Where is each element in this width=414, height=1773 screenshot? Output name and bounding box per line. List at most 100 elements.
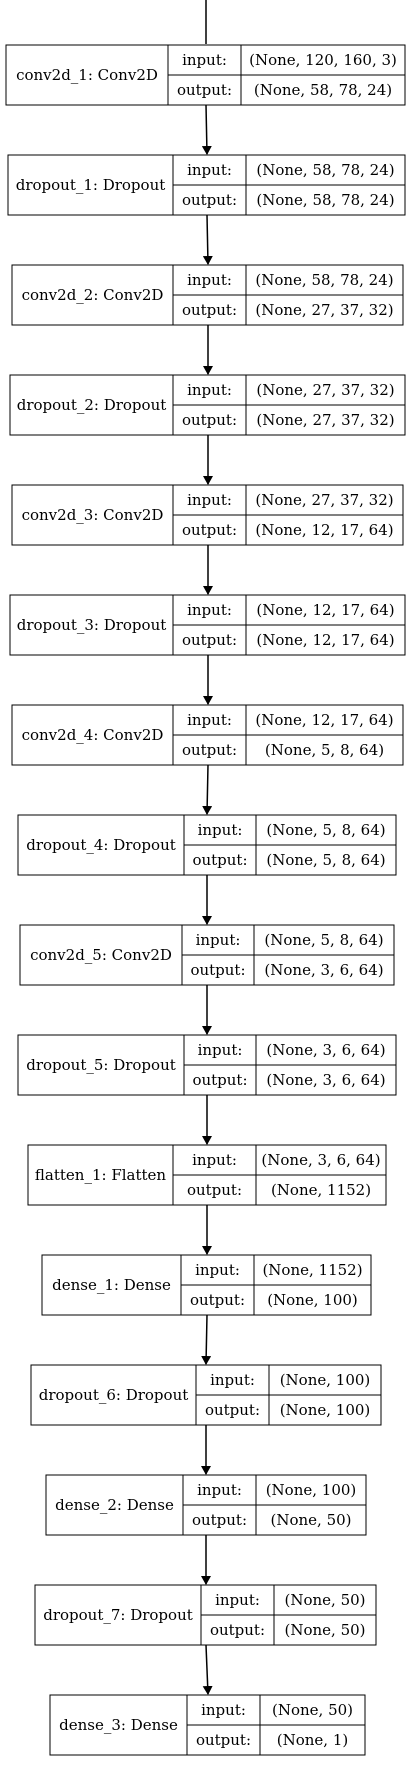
output-label: output: bbox=[182, 521, 237, 539]
output-label: output: bbox=[182, 191, 237, 209]
edge-11-to-12 bbox=[201, 1314, 212, 1365]
layer-name: dropout_7: Dropout bbox=[43, 1606, 193, 1624]
output-label: output: bbox=[190, 961, 245, 979]
layer-node-7: conv2d_4: Conv2D input: output: (None, 12, … bbox=[11, 704, 404, 766]
output-label: output: bbox=[210, 1621, 265, 1639]
layer-node-13: dropout_6: Dropout input: output: (None, 10… bbox=[30, 1364, 382, 1426]
output-shape: (None, 50) bbox=[270, 1511, 351, 1529]
input-label: input: bbox=[198, 1041, 243, 1059]
edge-0-to-1 bbox=[201, 104, 212, 155]
input-shape: (None, 50) bbox=[284, 1591, 365, 1609]
input-label: input: bbox=[196, 931, 241, 949]
layer-name: conv2d_4: Conv2D bbox=[22, 726, 164, 744]
output-label: output: bbox=[182, 411, 237, 429]
input-shape: (None, 120, 160, 3) bbox=[249, 51, 397, 69]
output-label: output: bbox=[192, 1511, 247, 1529]
edge-14-to-15 bbox=[202, 1644, 213, 1695]
layer-name: dropout_1: Dropout bbox=[16, 176, 166, 194]
layer-node-4: dropout_2: Dropout input: output: (None, 27… bbox=[9, 374, 406, 436]
output-label: output: bbox=[187, 1181, 242, 1199]
layer-node-10: dropout_5: Dropout input: output: (None, 3,… bbox=[17, 1034, 397, 1096]
layer-name: dropout_6: Dropout bbox=[39, 1386, 189, 1404]
output-shape: (None, 12, 17, 64) bbox=[255, 521, 393, 539]
output-shape: (None, 5, 8, 64) bbox=[265, 741, 384, 759]
edge-6-to-7 bbox=[202, 764, 213, 815]
output-shape: (None, 12, 17, 64) bbox=[256, 631, 394, 649]
output-label: output: bbox=[192, 1071, 247, 1089]
input-label: input: bbox=[210, 1371, 255, 1389]
input-shape: (None, 27, 37, 32) bbox=[255, 491, 393, 509]
layer-node-9: conv2d_5: Conv2D input: output: (None, 5, 8… bbox=[19, 924, 395, 986]
input-shape: (None, 58, 78, 24) bbox=[255, 271, 393, 289]
output-shape: (None, 1152) bbox=[271, 1181, 371, 1199]
output-shape: (None, 3, 6, 64) bbox=[264, 961, 383, 979]
input-shape: (None, 12, 17, 64) bbox=[255, 711, 393, 729]
layer-node-15: dropout_7: Dropout input: output: (None, 50… bbox=[34, 1584, 377, 1646]
output-label: output: bbox=[182, 301, 237, 319]
layer-node-12: dense_1: Dense input: output: (None, 1152) (… bbox=[41, 1254, 372, 1316]
output-label: output: bbox=[205, 1401, 260, 1419]
layer-name: dense_2: Dense bbox=[55, 1496, 174, 1514]
layer-name: flatten_1: Flatten bbox=[35, 1166, 166, 1184]
output-label: output: bbox=[182, 631, 237, 649]
layer-node-14: dense_2: Dense input: output: (None, 100) (N… bbox=[45, 1474, 367, 1536]
output-label: output: bbox=[190, 1291, 245, 1309]
input-shape: (None, 3, 6, 64) bbox=[261, 1151, 380, 1169]
output-shape: (None, 100) bbox=[267, 1291, 358, 1309]
layer-node-8: dropout_4: Dropout input: output: (None, 5,… bbox=[17, 814, 397, 876]
input-shape: (None, 50) bbox=[272, 1701, 353, 1719]
input-label: input: bbox=[195, 1261, 240, 1279]
input-shape: (None, 12, 17, 64) bbox=[256, 601, 394, 619]
input-label: input: bbox=[187, 381, 232, 399]
output-shape: (None, 27, 37, 32) bbox=[256, 411, 394, 429]
layer-name: dense_3: Dense bbox=[59, 1716, 178, 1734]
input-label: input: bbox=[187, 601, 232, 619]
output-label: output: bbox=[192, 851, 247, 869]
output-label: output: bbox=[182, 741, 237, 759]
input-label: input: bbox=[182, 51, 227, 69]
layer-name: dense_1: Dense bbox=[52, 1276, 171, 1294]
input-label: input: bbox=[201, 1701, 246, 1719]
layer-name: conv2d_2: Conv2D bbox=[22, 286, 164, 304]
input-shape: (None, 100) bbox=[280, 1371, 371, 1389]
layer-node-11: flatten_1: Flatten input: output: (None, 3,… bbox=[27, 1144, 387, 1206]
layer-name: conv2d_3: Conv2D bbox=[22, 506, 164, 524]
output-shape: (None, 58, 78, 24) bbox=[254, 81, 392, 99]
input-label: input: bbox=[187, 711, 232, 729]
input-label: input: bbox=[197, 1481, 242, 1499]
output-shape: (None, 1) bbox=[277, 1731, 348, 1749]
input-label: input: bbox=[187, 161, 232, 179]
input-shape: (None, 1152) bbox=[262, 1261, 362, 1279]
input-shape: (None, 100) bbox=[266, 1481, 357, 1499]
layer-name: dropout_2: Dropout bbox=[17, 396, 167, 414]
layer-node-2: dropout_1: Dropout input: output: (None, 58… bbox=[7, 154, 406, 216]
output-shape: (None, 58, 78, 24) bbox=[256, 191, 394, 209]
input-shape: (None, 27, 37, 32) bbox=[256, 381, 394, 399]
layer-node-6: dropout_3: Dropout input: output: (None, 12… bbox=[9, 594, 406, 656]
input-label: input: bbox=[187, 491, 232, 509]
layer-name: dropout_5: Dropout bbox=[26, 1056, 176, 1074]
output-shape: (None, 50) bbox=[284, 1621, 365, 1639]
output-label: output: bbox=[177, 81, 232, 99]
output-shape: (None, 3, 6, 64) bbox=[266, 1071, 385, 1089]
edge-1-to-2 bbox=[202, 214, 213, 265]
output-shape: (None, 5, 8, 64) bbox=[266, 851, 385, 869]
layer-node-1: conv2d_1: Conv2D input: output: (None, 120,… bbox=[5, 44, 406, 106]
input-shape: (None, 5, 8, 64) bbox=[264, 931, 383, 949]
layer-name: dropout_3: Dropout bbox=[17, 616, 167, 634]
output-shape: (None, 100) bbox=[280, 1401, 371, 1419]
layer-name: conv2d_5: Conv2D bbox=[30, 946, 172, 964]
layer-name: dropout_4: Dropout bbox=[26, 836, 176, 854]
input-label: input: bbox=[215, 1591, 260, 1609]
input-shape: (None, 58, 78, 24) bbox=[256, 161, 394, 179]
input-shape: (None, 5, 8, 64) bbox=[266, 821, 385, 839]
layer-name: conv2d_1: Conv2D bbox=[16, 66, 158, 84]
input-label: input: bbox=[198, 821, 243, 839]
layer-node-3: conv2d_2: Conv2D input: output: (None, 58, … bbox=[11, 264, 404, 326]
input-label: input: bbox=[192, 1151, 237, 1169]
output-shape: (None, 27, 37, 32) bbox=[255, 301, 393, 319]
input-label: input: bbox=[187, 271, 232, 289]
nodes-group: conv2d_1: Conv2D input: output: (None, 120,… bbox=[5, 44, 406, 1756]
